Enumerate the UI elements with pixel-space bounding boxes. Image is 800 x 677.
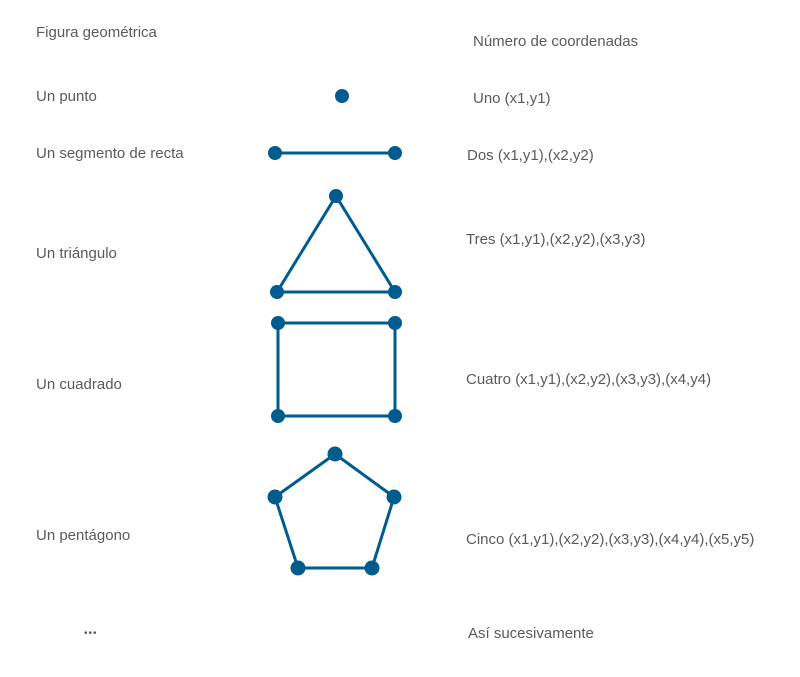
footer-coords: Así sucesivamente [468,625,594,642]
header-figure-label: Figura geométrica [36,24,157,41]
pentagon-vertex [364,560,380,576]
row-pentagon-label: Un pentágono [36,527,131,544]
square-vertex [271,409,285,423]
triangle-vertex [329,189,343,203]
row-segment-label: Un segmento de recta [36,145,184,162]
pentagon-vertex [290,560,306,576]
pentagon-vertex [267,489,283,505]
row-square-label: Un cuadrado [36,376,122,393]
square-vertex [271,316,285,330]
row-square-coords: Cuatro (x1,y1),(x2,y2),(x3,y3),(x4,y4) [466,371,712,388]
square-outline [276,321,397,418]
triangle-outline [274,193,398,294]
square-vertex [388,316,402,330]
row-point-label: Un punto [36,88,97,105]
row-triangle-coords: Tres (x1,y1),(x2,y2),(x3,y3) [466,231,646,248]
segment-vertex [268,146,282,160]
pentagon-vertex [386,489,402,505]
row-pentagon-coords: Cinco (x1,y1),(x2,y2),(x3,y3),(x4,y4),(x… [466,531,755,548]
header-coords-label: Número de coordenadas [473,33,639,50]
ellipsis: ••• [84,628,98,639]
segment-vertex [388,146,402,160]
square-vertex [388,409,402,423]
row-segment-coords: Dos (x1,y1),(x2,y2) [467,147,594,164]
pentagon-outline [273,452,396,570]
triangle-vertex [270,285,284,299]
triangle-vertex [388,285,402,299]
row-point-coords: Uno (x1,y1) [473,90,551,107]
row-triangle-label: Un triángulo [36,245,117,262]
point-dot [335,89,349,103]
pentagon-vertex [327,446,343,462]
